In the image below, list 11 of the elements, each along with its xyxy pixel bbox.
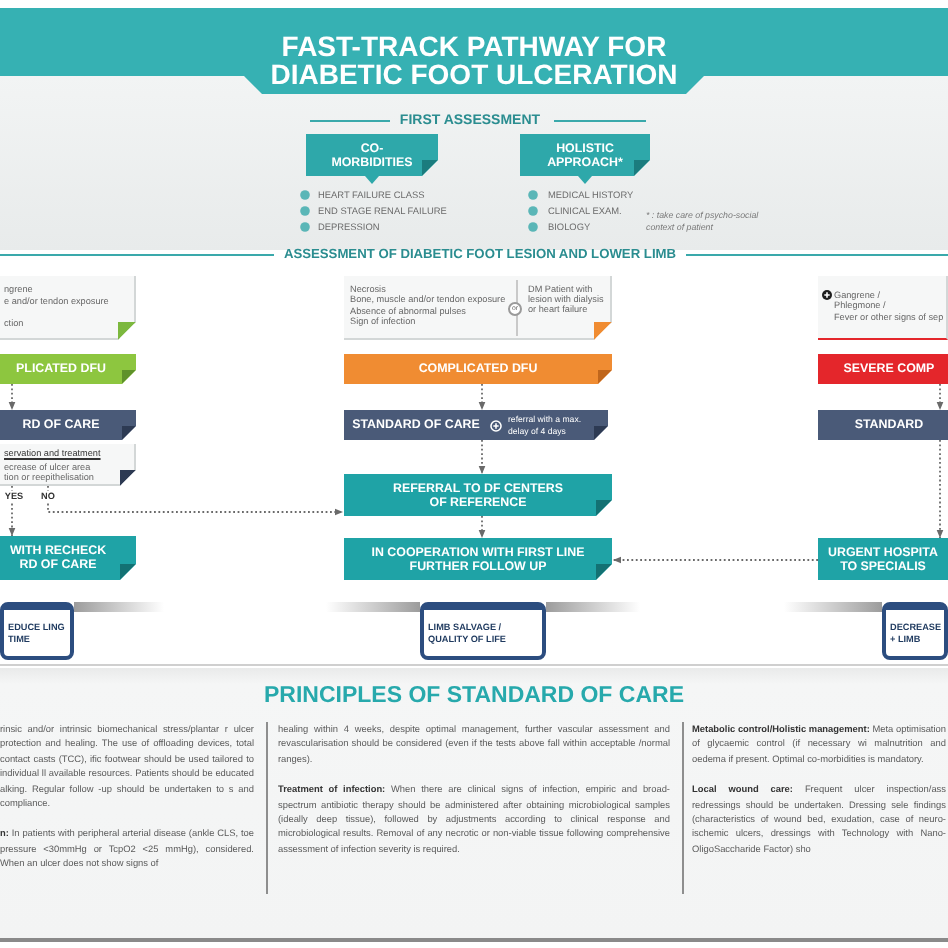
- section-heading: PRINCIPLES OF STANDARD OF CARE: [262, 682, 686, 712]
- arrow: [478, 515, 486, 539]
- arrow: [478, 383, 486, 411]
- arrow: [478, 439, 486, 475]
- arrow: [936, 383, 944, 411]
- arrow: [8, 485, 16, 537]
- arrow: [612, 556, 819, 564]
- arrow: [8, 383, 16, 411]
- arrow: [47, 485, 344, 516]
- arrow: [936, 439, 944, 539]
- title: FAST-TRACK PATHWAY FOR DIABETIC FOOT ULCERATION: [268, 34, 680, 88]
